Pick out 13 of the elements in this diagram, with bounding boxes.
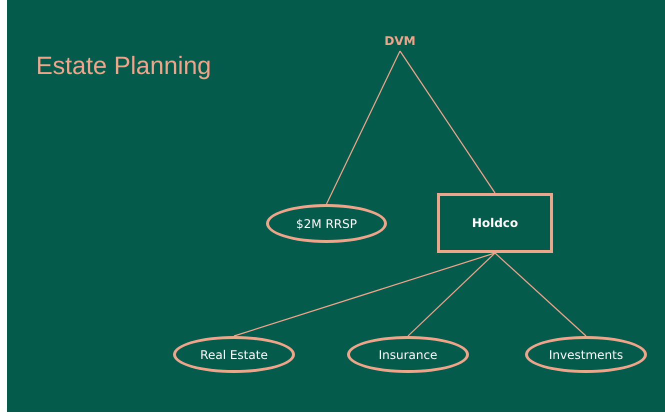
node-text: Real Estate [200, 348, 268, 362]
process-box [437, 193, 553, 253]
connector-line [494, 252, 586, 336]
connector-line [400, 50, 496, 194]
connector-line [326, 50, 401, 204]
node-text: Holdco [472, 216, 518, 230]
node-text: $2M RRSP [296, 216, 357, 230]
node-text: Investments [548, 348, 624, 362]
connector-line [408, 252, 496, 336]
slide-title: Estate Planning [36, 52, 212, 81]
connector-line [234, 252, 496, 337]
node-label: DVM [384, 34, 416, 48]
node-text: Insurance [378, 348, 438, 362]
